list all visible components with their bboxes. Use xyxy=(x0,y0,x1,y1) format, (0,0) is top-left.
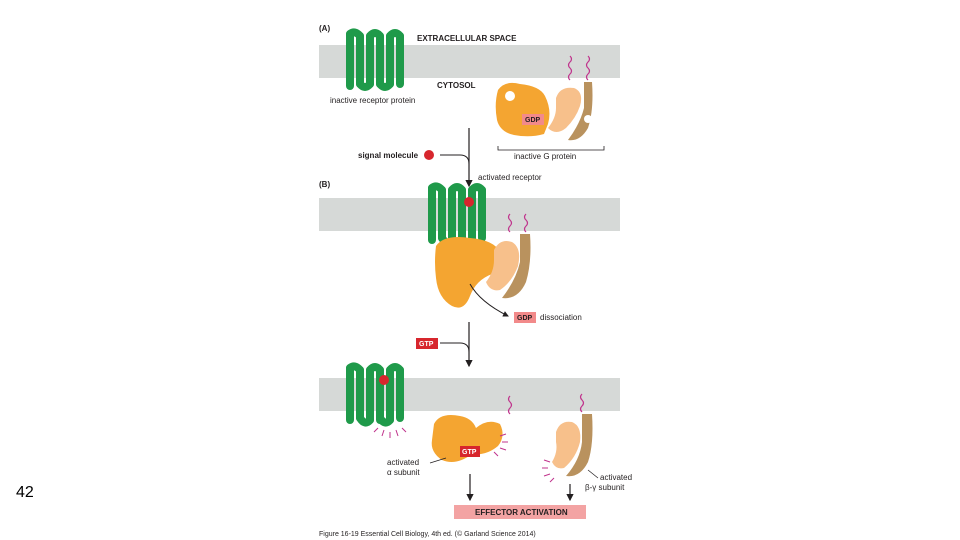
alpha-subunit-inactive-icon xyxy=(495,82,550,137)
activated-alpha-label-line1: activated xyxy=(387,458,419,467)
activated-receptor-label: activated receptor xyxy=(478,173,542,182)
activated-beta-subunit-icon xyxy=(552,421,581,469)
lipid-anchor-c1 xyxy=(507,395,513,415)
effector-activation-label: EFFECTOR ACTIVATION xyxy=(475,508,568,517)
g-protein-bracket xyxy=(497,146,605,151)
activated-receptor-loops xyxy=(428,182,486,247)
alpha-activity-rays xyxy=(493,433,508,457)
gamma-subunit-b-icon xyxy=(502,234,531,299)
figure-caption: Figure 16-19 Essential Cell Biology, 4th… xyxy=(319,530,536,538)
lipid-anchor-a2 xyxy=(585,55,591,81)
receptor-c-icon xyxy=(346,364,404,424)
beta-gamma-activity-rays xyxy=(542,459,555,483)
gdp-label: GDP xyxy=(525,117,541,124)
membrane-a xyxy=(319,45,620,78)
g-protein-hole xyxy=(584,115,592,123)
membrane-c xyxy=(319,378,620,411)
gdp-dissociation-arrow xyxy=(469,283,509,317)
signal-molecule-label: signal molecule xyxy=(358,151,419,160)
activated-alpha-label-line2: α subunit xyxy=(387,468,420,477)
panel-a-label: (A) xyxy=(319,24,330,33)
inactive-receptor-label: inactive receptor protein xyxy=(330,96,415,105)
receptor-c-activity-rays xyxy=(373,427,407,438)
slide-number: 42 xyxy=(16,484,34,501)
lipid-anchor-a1 xyxy=(567,55,573,81)
activated-receptor-icon xyxy=(428,184,486,244)
activated-gamma-subunit-icon xyxy=(566,414,593,477)
gtp-label: GTP xyxy=(419,341,434,348)
alpha-label-leader xyxy=(429,457,447,464)
activated-alpha-subunit-icon xyxy=(431,415,503,462)
signal-molecule-icon xyxy=(424,150,434,160)
gdp-dissociated-box xyxy=(514,312,536,323)
lipid-anchor-c2 xyxy=(579,393,585,413)
panel-b-label: (B) xyxy=(319,180,330,189)
beta-subunit-b-icon xyxy=(486,241,520,291)
cytosol-label: CYTOSOL xyxy=(437,81,476,90)
alpha-subunit-pocket xyxy=(505,91,515,101)
beta-subunit-inactive-icon xyxy=(548,87,582,132)
inactive-receptor-icon xyxy=(346,30,404,90)
gtp-arrow xyxy=(440,342,470,353)
gtp-bound-label: GTP xyxy=(462,449,477,456)
inactive-receptor-loops xyxy=(346,28,404,91)
extracellular-space-label: EXTRACELLULAR SPACE xyxy=(417,34,517,43)
inactive-g-protein-label: inactive G protein xyxy=(514,152,576,161)
gtp-box xyxy=(416,338,438,349)
signal-arrow xyxy=(440,154,470,176)
receptor-c-loops xyxy=(346,362,404,427)
receptor-c-signal-molecule-icon xyxy=(379,375,389,385)
gdp-dissociated-label: GDP xyxy=(517,315,533,322)
effector-activation-box xyxy=(454,505,586,519)
lipid-anchor-b1 xyxy=(507,213,513,233)
activated-bg-label-line2: β-γ subunit xyxy=(585,483,625,492)
lipid-anchor-b2 xyxy=(523,213,529,233)
bound-signal-molecule-icon xyxy=(464,197,474,207)
gdp-box xyxy=(522,114,544,125)
alpha-subunit-b-icon xyxy=(435,237,502,308)
gtp-bound-box xyxy=(460,446,480,457)
dissociation-label: dissociation xyxy=(540,313,582,322)
activated-bg-label-line1: activated xyxy=(600,473,632,482)
bg-label-leader xyxy=(587,469,599,479)
gamma-subunit-inactive-icon xyxy=(568,82,593,141)
